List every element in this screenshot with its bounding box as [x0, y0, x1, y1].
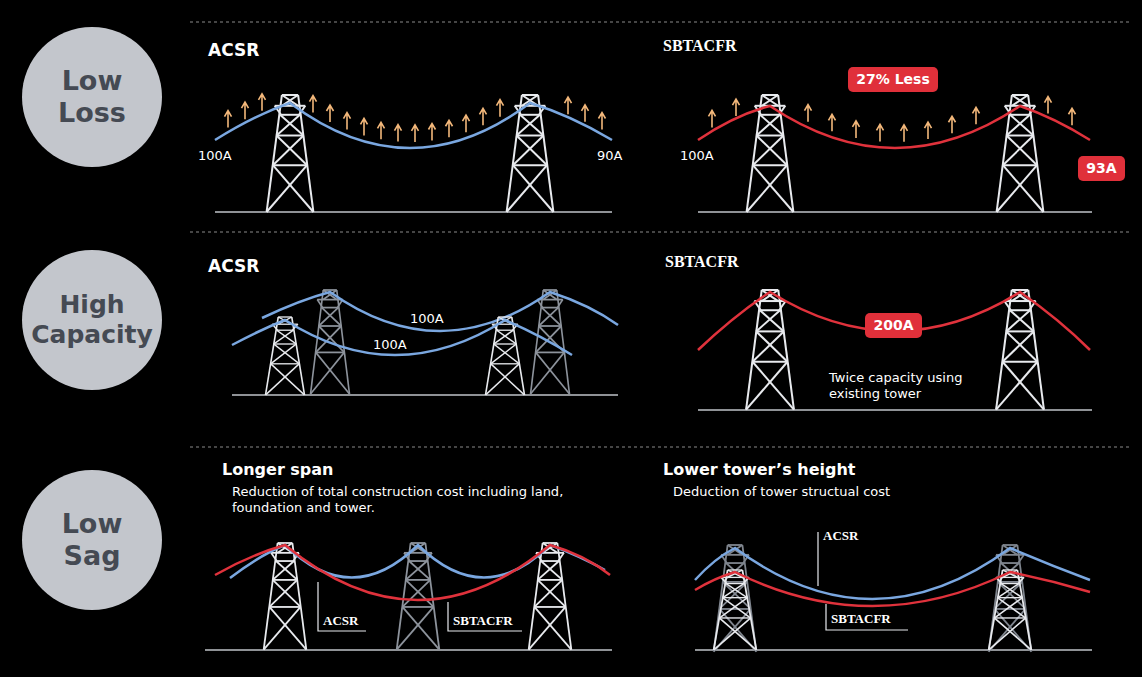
acsr-conductor: [230, 545, 605, 578]
feature-circle: Low Sag: [22, 470, 162, 610]
loss-arrow: [429, 123, 436, 140]
row-heading: SBTACFR: [663, 36, 737, 56]
sbtacfr-conductor: [215, 545, 610, 600]
loss-arrow: [853, 121, 860, 138]
sub-heading: Lower tower’s height: [663, 460, 856, 480]
acsr-conductor: [262, 292, 618, 331]
loss-arrow: [1045, 97, 1052, 114]
tower: [267, 95, 314, 212]
feature-circle: Low Loss: [22, 27, 162, 167]
acsr-conductor: [695, 548, 1090, 599]
row-heading: ACSR: [208, 256, 259, 277]
sbtacfr-conductor: [698, 106, 1090, 148]
conductor-label: ACSR: [823, 528, 858, 544]
badge-text: 27% Less: [856, 71, 929, 88]
separator: [190, 22, 1132, 447]
loss-arrow: [480, 108, 487, 125]
loss-arrow: [361, 118, 368, 135]
loss-arrows: [225, 94, 1076, 142]
badge-text: 200A: [873, 317, 913, 334]
current-value: 100A: [373, 337, 407, 353]
loss-arrow: [733, 99, 740, 116]
loss-arrow: [925, 122, 932, 139]
acsr-conductor: [232, 320, 572, 355]
feature-title: Low Sag: [32, 508, 152, 573]
loss-arrow: [829, 114, 836, 131]
loss-arrow: [344, 113, 351, 130]
current-value: 90A: [597, 148, 622, 164]
highlight-badge: 93A: [1078, 156, 1125, 181]
note: Twice capacity using existing tower: [829, 370, 989, 403]
loss-arrow: [949, 116, 956, 133]
leader-line: [818, 532, 908, 630]
sub-heading: Longer span: [222, 460, 334, 480]
highlight-badge: 27% Less: [848, 67, 938, 92]
loss-arrow: [565, 97, 572, 114]
leader-line: [318, 582, 522, 631]
tower: [747, 95, 794, 212]
loss-arrow: [709, 110, 716, 127]
tower: [746, 290, 794, 410]
tower: [714, 570, 757, 650]
loss-arrow: [225, 111, 232, 128]
loss-arrow: [412, 125, 419, 142]
loss-arrow: [901, 125, 908, 142]
loss-arrow: [378, 122, 385, 139]
loss-arrow: [446, 120, 453, 137]
loss-arrow: [582, 105, 589, 122]
loss-arrow: [973, 107, 980, 124]
row-heading: SBTACFR: [665, 252, 739, 272]
loss-arrow: [327, 105, 334, 122]
tower: [714, 545, 757, 652]
tower: [507, 95, 554, 212]
tower: [996, 290, 1044, 410]
loss-arrow: [497, 100, 504, 117]
feature-title: Low Loss: [32, 65, 152, 130]
conductor-label: SBTACFR: [831, 611, 891, 627]
current-value: 100A: [198, 148, 232, 164]
note: Deduction of tower structual cost: [673, 484, 890, 500]
loss-arrow: [310, 96, 317, 113]
loss-arrow: [877, 124, 884, 141]
sbtacfr-conductor: [698, 292, 1090, 350]
conductor-label: SBTACFR: [453, 613, 513, 629]
loss-arrow: [1069, 108, 1076, 125]
tower: [989, 570, 1032, 650]
feature-circle: High Capacity: [22, 250, 162, 390]
conductor-label: ACSR: [323, 613, 358, 629]
loss-arrow: [805, 105, 812, 122]
current-value: 100A: [410, 311, 444, 327]
loss-arrow: [463, 115, 470, 132]
sbtacfr-conductor: [695, 572, 1090, 606]
note: Reduction of total construction cost inc…: [232, 484, 612, 517]
feature-title: High Capacity: [31, 290, 153, 350]
ground-line: [205, 212, 1092, 650]
current-value: 100A: [680, 148, 714, 164]
loss-arrow: [259, 94, 266, 111]
highlight-badge: 200A: [865, 313, 922, 338]
loss-arrow: [599, 112, 606, 129]
tower: [989, 545, 1032, 652]
row-heading: ACSR: [208, 40, 259, 61]
loss-arrow: [395, 125, 402, 142]
badge-text: 93A: [1086, 160, 1116, 177]
loss-arrow: [242, 102, 249, 119]
acsr-conductor: [215, 103, 612, 148]
